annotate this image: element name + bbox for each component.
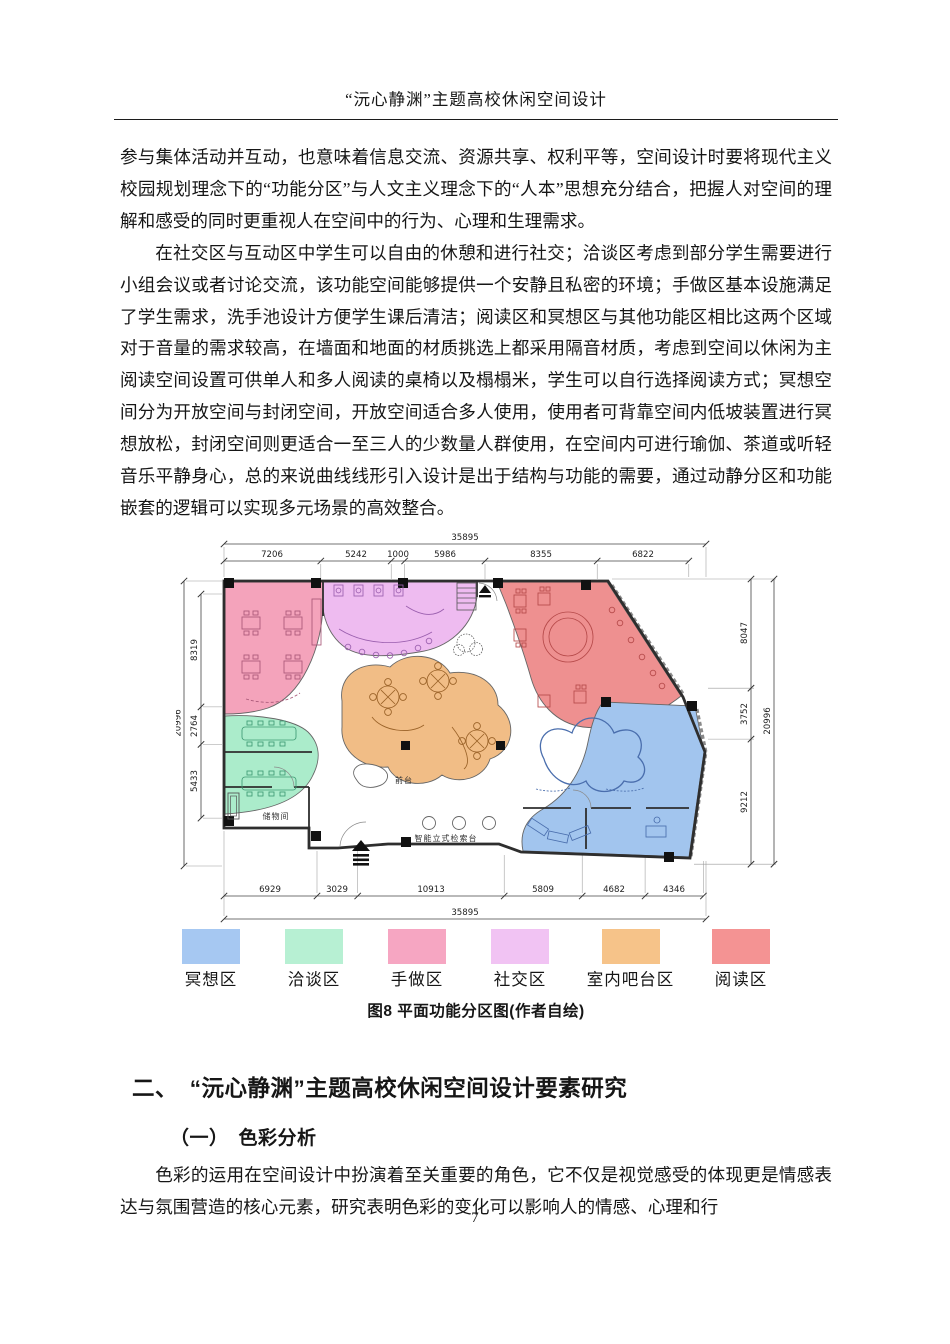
reading-zone-tables <box>513 586 666 708</box>
svg-text:5433: 5433 <box>190 770 200 792</box>
svg-text:35895: 35895 <box>451 533 478 543</box>
meditation-zone-furniture <box>526 717 667 844</box>
svg-text:8355: 8355 <box>530 550 552 560</box>
floor-plan-drawing: 35895 7206 5242 1000 5986 8355 6822 <box>176 533 778 923</box>
legend-item-meditation: 冥想区 <box>160 928 263 990</box>
search-kiosk: 智能立式检索台 <box>415 815 496 843</box>
running-header: “沅心静渊”主题高校休闲空间设计 <box>114 86 838 120</box>
page-number: 7 <box>471 1210 479 1226</box>
figure-floor-plan: 35895 7206 5242 1000 5986 8355 6822 <box>120 531 832 1021</box>
dimension-top-segments: 7206 5242 1000 5986 8355 6822 <box>220 550 693 565</box>
door-swings <box>273 582 592 846</box>
svg-text:4346: 4346 <box>663 885 685 895</box>
dimension-extension-lines <box>186 546 776 916</box>
svg-text:2764: 2764 <box>190 715 200 737</box>
paragraph: 色彩的运用在空间设计中扮演着至关重要的角色，它不仅是视觉感受的体现更是情感表达与… <box>120 1164 832 1217</box>
svg-text:5809: 5809 <box>532 885 554 895</box>
svg-text:20996: 20996 <box>763 707 773 734</box>
svg-text:4682: 4682 <box>603 885 625 895</box>
svg-text:20996: 20996 <box>176 709 184 736</box>
legend-swatch-reading <box>690 928 793 964</box>
legend-label: 冥想区 <box>184 969 238 989</box>
paragraph: 在社交区与互动区中学生可以自由的休憩和进行社交；洽谈区考虑到部分学生需要进行小组… <box>120 242 832 518</box>
legend-label: 室内吧台区 <box>586 969 675 989</box>
section-heading: 二、 “沅心静渊”主题高校休闲空间设计要素研究 <box>132 1075 628 1101</box>
entrance-arrow-bottom <box>352 839 370 866</box>
svg-text:6929: 6929 <box>259 885 281 895</box>
zone-bar <box>341 655 512 784</box>
legend-label: 洽谈区 <box>287 969 341 989</box>
legend-label: 社交区 <box>493 969 547 989</box>
kiosk-label: 智能立式检索台 <box>415 833 478 843</box>
svg-text:8319: 8319 <box>190 639 200 661</box>
svg-text:1000: 1000 <box>387 550 409 560</box>
zone-handmade <box>224 581 324 715</box>
storage-room: 储物间 <box>227 792 290 821</box>
interior-walls <box>224 581 689 849</box>
svg-text:6822: 6822 <box>632 550 654 560</box>
legend-item-bar: 室内吧台区 <box>572 928 690 990</box>
plan-zones <box>224 581 705 858</box>
legend-swatch-handmade <box>366 928 469 964</box>
zone-social <box>322 581 478 657</box>
svg-text:9212: 9212 <box>740 791 750 813</box>
figure-legend: 冥想区 洽谈区 手做区 <box>120 928 832 990</box>
legend-label: 阅读区 <box>714 969 768 989</box>
bar-zone-tables <box>369 662 496 770</box>
svg-text:8047: 8047 <box>740 622 750 644</box>
dimension-right-segments: 8047 3752 9212 <box>740 575 755 868</box>
svg-text:35895: 35895 <box>451 908 478 918</box>
figure-caption: 图8 平面功能分区图(作者自绘) <box>367 1002 585 1020</box>
legend-swatch-negotiation <box>263 928 366 964</box>
legend-label: 手做区 <box>390 969 444 989</box>
paragraph: 参与集体活动并互动，也意味着信息交流、资源共享、权利平等，空间设计时要将现代主义… <box>120 147 832 231</box>
legend-item-negotiation: 洽谈区 <box>263 928 366 990</box>
front-desk-shape <box>353 763 388 788</box>
legend-item-social: 社交区 <box>469 928 572 990</box>
svg-text:3752: 3752 <box>740 703 750 725</box>
svg-text:7206: 7206 <box>261 550 283 560</box>
svg-text:5986: 5986 <box>434 550 456 560</box>
dimension-top-total: 35895 <box>220 533 710 548</box>
legend-swatch-social <box>469 928 572 964</box>
dimension-bottom-segments: 6929 3029 10913 5809 4682 4346 <box>220 885 708 900</box>
entrance-arrow-top <box>479 584 491 598</box>
legend-swatch-meditation <box>160 928 263 964</box>
subsection-heading: （一） 色彩分析 <box>170 1127 317 1149</box>
front-desk-label: 前台 <box>395 775 413 785</box>
dimension-bottom-total: 35895 <box>220 908 710 923</box>
storage-room-label: 储物间 <box>263 811 290 821</box>
social-zone-fixtures <box>333 584 445 659</box>
legend-item-handmade: 手做区 <box>366 928 469 990</box>
negotiation-zone-tables <box>241 720 297 797</box>
dimension-left-segments: 8319 2764 5433 <box>190 590 205 822</box>
plant-sketch <box>453 633 483 656</box>
zone-meditation <box>521 701 705 858</box>
page-content: 参与集体活动并互动，也意味着信息交流、资源共享、权利平等，空间设计时要将现代主义… <box>120 142 832 1224</box>
stairs <box>456 582 477 611</box>
legend-item-reading: 阅读区 <box>690 928 793 990</box>
svg-text:5242: 5242 <box>345 550 367 560</box>
dimension-right-total: 20996 <box>763 575 778 868</box>
handmade-zone-tables <box>241 598 322 703</box>
svg-text:10913: 10913 <box>417 885 444 895</box>
legend-swatch-bar <box>572 928 690 964</box>
svg-text:3029: 3029 <box>326 885 348 895</box>
dimension-left-total: 20996 <box>176 577 188 870</box>
structural-columns <box>224 577 697 862</box>
